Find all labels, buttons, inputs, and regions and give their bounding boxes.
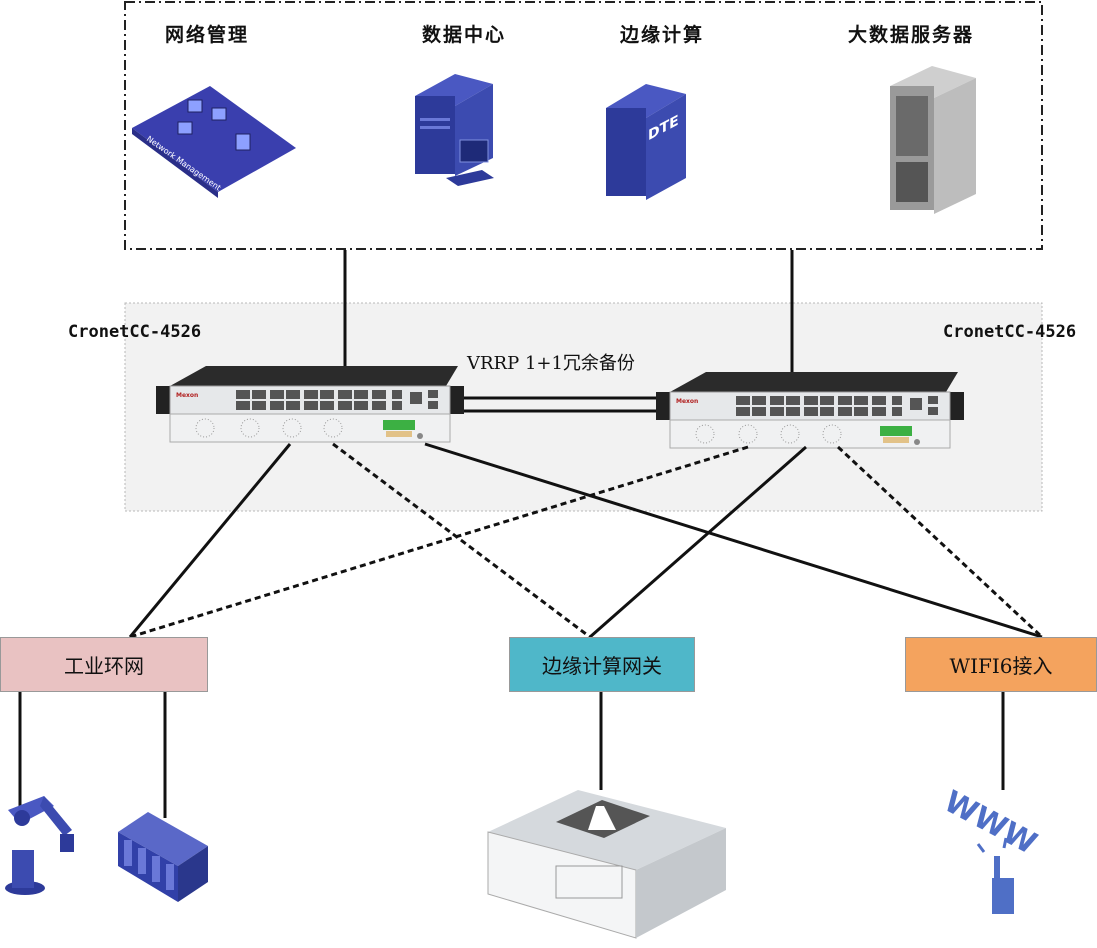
link-left-gateway-dashed [332,442,591,639]
switch-right: Mexon [656,372,964,449]
edge-gateway-server-icon [487,790,726,939]
link-right-industrial-dashed [129,445,749,639]
box-edge-gateway: 边缘计算网关 [509,637,695,692]
link-right-gateway [589,445,807,639]
rack-server-icon [890,66,976,214]
network-management-icon: Network Management [132,86,296,198]
switch-left: Mexon [156,366,464,443]
svg-text:Mexon: Mexon [176,392,198,399]
link-left-wifi [424,442,1043,639]
label-network-management: 网络管理 [165,24,250,46]
www-click-icon: WWW [938,784,1042,914]
box-industrial-ring: 工业环网 [0,637,208,692]
label-edge-computing: 边缘计算 [620,24,705,46]
box-wifi6-access: WIFI6接入 [905,637,1097,692]
link-left-industrial [128,443,292,638]
dte-server-icon: DTE [606,84,686,200]
switch-left-model: CronetCC-4526 [68,322,202,342]
server-tower-icon [415,74,494,186]
svg-text:WWW: WWW [938,784,1042,862]
label-data-center: 数据中心 [422,24,507,46]
plc-module-icon [118,812,208,902]
svg-text:Mexon: Mexon [676,398,698,405]
label-big-data-server: 大数据服务器 [848,24,975,46]
switch-right-model: CronetCC-4526 [943,322,1077,342]
top-group-border [124,1,1043,250]
industrial-robot-arm-icon [5,796,74,895]
vrrp-label: VRRP 1+1冗余备份 [467,353,635,374]
link-right-wifi-dashed [836,445,1044,639]
